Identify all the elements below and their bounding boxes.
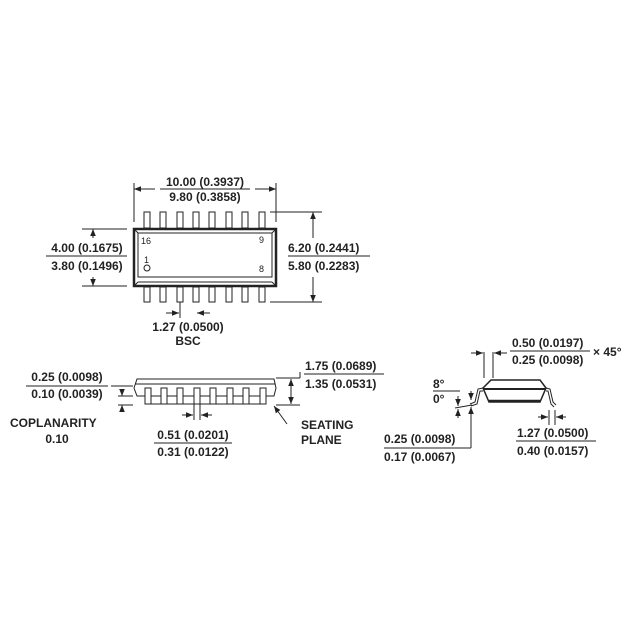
angle-min-label: 0° bbox=[433, 392, 445, 406]
top-pins bbox=[143, 211, 266, 229]
standoff-max-label: 0.25 (0.0098) bbox=[31, 370, 102, 384]
length-max-label: 10.00 (0.3937) bbox=[166, 175, 244, 189]
lead-width-max-label: 0.51 (0.0201) bbox=[157, 428, 228, 442]
body-width-max-label: 4.00 (0.1675) bbox=[51, 241, 122, 255]
pitch-label: 1.27 (0.0500) bbox=[152, 320, 223, 334]
chamfer-max-label: 0.50 (0.0197) bbox=[512, 336, 583, 350]
foot-length-max-label: 1.27 (0.0500) bbox=[517, 426, 588, 440]
overall-width-max-label: 6.20 (0.2441) bbox=[288, 241, 359, 255]
body-width-min-label: 3.80 (0.1496) bbox=[51, 259, 122, 273]
coplanarity-label: COPLANARITY bbox=[10, 416, 97, 430]
chamfer-min-label: 0.25 (0.0098) bbox=[512, 353, 583, 367]
lead-width-min-label: 0.31 (0.0122) bbox=[157, 445, 228, 459]
height-min-label: 1.35 (0.0531) bbox=[305, 377, 376, 391]
pin-16-label: 16 bbox=[141, 236, 151, 246]
chamfer-angle-label: × 45° bbox=[593, 345, 622, 359]
pin-8-label: 8 bbox=[259, 264, 264, 274]
lead-thickness-max-label: 0.25 (0.0098) bbox=[384, 432, 455, 446]
pitch-bsc-label: BSC bbox=[175, 334, 201, 348]
angle-max-label: 8° bbox=[433, 377, 445, 391]
foot-length-min-label: 0.40 (0.0157) bbox=[517, 444, 588, 458]
coplanarity-value: 0.10 bbox=[45, 432, 69, 446]
length-min-label: 9.80 (0.3858) bbox=[169, 190, 240, 204]
standoff-min-label: 0.10 (0.0039) bbox=[31, 387, 102, 401]
seating-label: SEATING bbox=[301, 418, 353, 432]
height-max-label: 1.75 (0.0689) bbox=[305, 359, 376, 373]
pin-1-indicator-icon bbox=[143, 264, 151, 272]
top-view: 16 9 1 8 10.00 (0.3937) 9.80 (0.3858) 4.… bbox=[46, 175, 370, 348]
side-view: 0.25 (0.0098) 0.10 (0.0039) COPLANARITY … bbox=[10, 359, 384, 459]
pin-1-label: 1 bbox=[144, 255, 149, 265]
end-view: 0.50 (0.0197) 0.25 (0.0098) × 45° 8° 0° … bbox=[384, 336, 622, 464]
plane-label: PLANE bbox=[301, 433, 342, 447]
bottom-pins bbox=[143, 286, 266, 303]
overall-width-min-label: 5.80 (0.2283) bbox=[288, 259, 359, 273]
lead-thickness-min-label: 0.17 (0.0067) bbox=[384, 450, 455, 464]
pin-9-label: 9 bbox=[259, 235, 264, 245]
